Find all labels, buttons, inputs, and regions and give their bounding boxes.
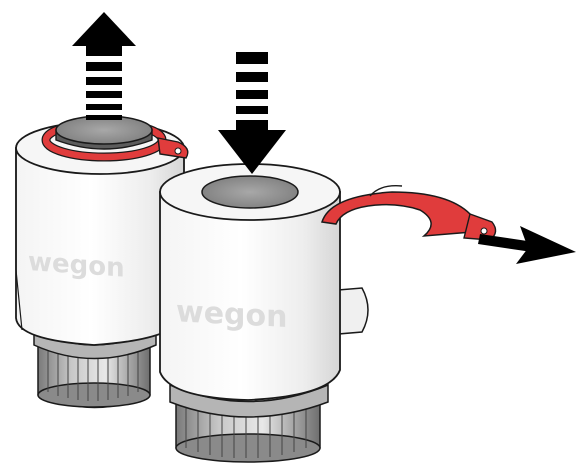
arrow-down-icon bbox=[218, 52, 286, 174]
brand-logo-right: wegon bbox=[176, 294, 287, 335]
arrow-right-icon bbox=[478, 226, 576, 264]
actuator-left: wegon bbox=[15, 115, 189, 409]
cap-raised bbox=[55, 115, 153, 150]
body-right bbox=[159, 191, 341, 401]
cap-pressed bbox=[201, 175, 299, 209]
body-left bbox=[15, 147, 185, 346]
red-ring-removed bbox=[321, 185, 497, 241]
brand-logo-left: wegon bbox=[28, 247, 125, 284]
arrow-up-icon bbox=[72, 12, 136, 120]
base-nut-right bbox=[169, 383, 329, 463]
side-nozzle bbox=[337, 287, 369, 335]
actuator-right: wegon bbox=[159, 163, 369, 463]
base-nut-left bbox=[33, 328, 157, 409]
